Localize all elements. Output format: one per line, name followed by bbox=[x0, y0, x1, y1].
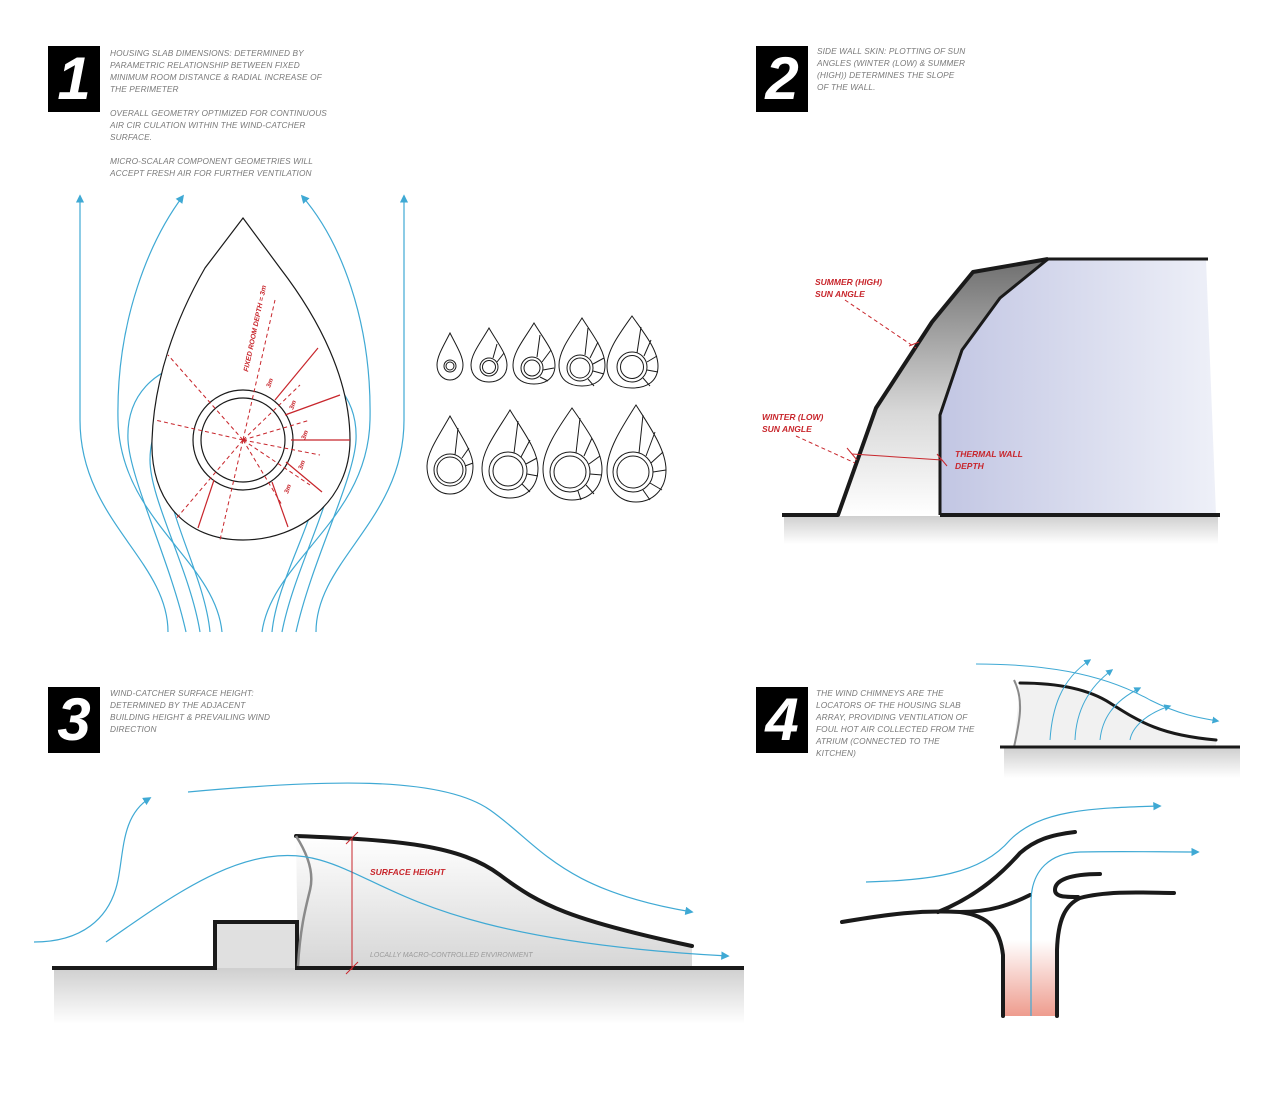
step-2-section-diagram: SUMMER (HIGH) SUN ANGLE WINTER (LOW) SUN… bbox=[762, 257, 1220, 544]
wind-flow-curl-left-a bbox=[127, 358, 197, 633]
dim-label-4: 3m bbox=[297, 459, 307, 470]
summer-angle-label-1: SUMMER (HIGH) bbox=[815, 277, 882, 287]
step-4-wind-flows bbox=[865, 801, 1200, 1016]
adjacent-building-fill bbox=[215, 922, 297, 968]
step-1-note-3: MICRO-SCALAR COMPONENT GEOMETRIES WILL A… bbox=[110, 156, 313, 178]
chimney-branch-right bbox=[958, 893, 1032, 914]
step-1-component-variations bbox=[426, 315, 667, 503]
step-2-note-1: SIDE WALL SKIN: PLOTTING OF SUN ANGLES (… bbox=[817, 46, 966, 92]
wind-catcher-shell-fill bbox=[296, 836, 692, 968]
thumb-roof bbox=[1018, 681, 1218, 742]
step-3-badge: 3 bbox=[48, 687, 100, 753]
variation-small-3 bbox=[512, 322, 556, 385]
wind-flow-inner-right bbox=[261, 194, 371, 633]
variation-large-2 bbox=[481, 409, 539, 499]
variation-large-4 bbox=[606, 404, 667, 503]
step-1-plan-diagram: FIXED ROOM DEPTH = 3m 3m 3m 3m 3m 3m bbox=[75, 194, 409, 633]
room-partitions bbox=[197, 347, 350, 529]
variation-small-4 bbox=[558, 317, 606, 387]
chimney-right-hook bbox=[1053, 872, 1102, 899]
winter-angle-label-2: SUN ANGLE bbox=[762, 424, 812, 434]
ground-and-building-outline bbox=[52, 920, 744, 970]
step-4-chimney-diagram bbox=[840, 801, 1200, 1018]
variation-large-1 bbox=[426, 414, 474, 495]
chimney-right-wall bbox=[1055, 890, 1176, 1018]
step-3-note-1: WIND-CATCHER SURFACE HEIGHT: DETERMINED … bbox=[110, 688, 271, 734]
dim-label-2: 3m bbox=[288, 399, 298, 410]
step-3-section-diagram: SURFACE HEIGHT LOCALLY MACRO-CONTROLLED … bbox=[33, 782, 744, 1024]
thermal-depth-line bbox=[851, 453, 943, 461]
chimney-left-wall bbox=[840, 909, 1005, 1018]
step-1-note-1: HOUSING SLAB DIMENSIONS: DETERMINED BY P… bbox=[110, 48, 322, 94]
variation-small-1 bbox=[436, 331, 464, 381]
step-1-badge: 1 bbox=[48, 46, 100, 112]
radial-dimension-lines bbox=[154, 299, 321, 541]
teardrop-slab-outline bbox=[151, 216, 351, 541]
step-1-notes: HOUSING SLAB DIMENSIONS: DETERMINED BY P… bbox=[110, 47, 335, 191]
dim-label-1: 3m bbox=[265, 377, 275, 388]
step-4-badge: 4 bbox=[756, 687, 808, 753]
thumb-ground-shadow bbox=[1004, 748, 1240, 778]
thermal-tick-right bbox=[936, 453, 948, 467]
step-2-ground-shadow bbox=[784, 516, 1218, 544]
step-3-notes: WIND-CATCHER SURFACE HEIGHT: DETERMINED … bbox=[110, 687, 285, 747]
thumb-wind-flows bbox=[975, 659, 1220, 741]
step-4-note-1: THE WIND CHIMNEYS ARE THE LOCATORS OF TH… bbox=[816, 688, 975, 758]
summer-angle-label-2: SUN ANGLE bbox=[815, 289, 865, 299]
thermal-tick-left bbox=[846, 447, 858, 461]
atrium-inner-ring bbox=[200, 397, 286, 483]
chimney-flow-top bbox=[865, 801, 1162, 883]
wind-flow-outer-left bbox=[75, 194, 169, 633]
wind-flow-outer-right bbox=[315, 194, 409, 633]
step-4-thumbnail-section bbox=[975, 659, 1240, 778]
summer-sun-angle-line bbox=[844, 299, 917, 349]
wind-flow-top bbox=[187, 782, 694, 916]
step-1-note-2: OVERALL GEOMETRY OPTIMIZED FOR CONTINUOU… bbox=[110, 108, 327, 142]
step-3-wind-flows bbox=[33, 782, 730, 960]
winter-angle-label-1: WINTER (LOW) bbox=[762, 412, 824, 422]
chimney-outline bbox=[840, 830, 1176, 1018]
thermal-depth-label-1: THERMAL WALL bbox=[955, 449, 1023, 459]
side-wall-skin bbox=[838, 259, 1048, 515]
step-2-badge: 2 bbox=[756, 46, 808, 112]
thermal-depth-label-2: DEPTH bbox=[955, 461, 985, 471]
surface-height-label: SURFACE HEIGHT bbox=[370, 867, 446, 877]
wind-flow-inner-left bbox=[117, 194, 223, 633]
variation-small-5 bbox=[606, 315, 659, 389]
chimney-flow-up bbox=[1030, 847, 1200, 1016]
surface-height-tick-top bbox=[345, 831, 359, 845]
dim-label-3: 3m bbox=[300, 429, 310, 440]
variation-large-3 bbox=[542, 407, 603, 501]
wind-catcher-side-wall bbox=[294, 835, 313, 967]
surface-height-tick-bottom bbox=[345, 961, 359, 975]
environment-label: LOCALLY MACRO-CONTROLLED ENVIRONMENT bbox=[370, 952, 533, 959]
variation-small-2 bbox=[470, 326, 508, 383]
glass-volume bbox=[940, 259, 1216, 515]
inner-wall-outline bbox=[938, 257, 1208, 515]
wind-catcher-roof bbox=[294, 834, 694, 948]
summer-tick bbox=[908, 341, 920, 347]
dim-label-5: 3m bbox=[283, 483, 293, 494]
chimney-branch-left bbox=[936, 830, 1077, 914]
step-2-notes: SIDE WALL SKIN: PLOTTING OF SUN ANGLES (… bbox=[817, 45, 967, 105]
step-4-notes: THE WIND CHIMNEYS ARE THE LOCATORS OF TH… bbox=[816, 687, 976, 771]
thumb-side-wall bbox=[1013, 679, 1022, 748]
step-3-ground-shadow bbox=[54, 968, 744, 1024]
outer-wall-outline bbox=[782, 257, 1049, 517]
winter-sun-angle-line bbox=[795, 435, 856, 464]
thumb-shell-fill bbox=[1014, 683, 1216, 747]
wind-flow-lower bbox=[105, 855, 730, 960]
wind-flow-curl bbox=[33, 797, 152, 943]
